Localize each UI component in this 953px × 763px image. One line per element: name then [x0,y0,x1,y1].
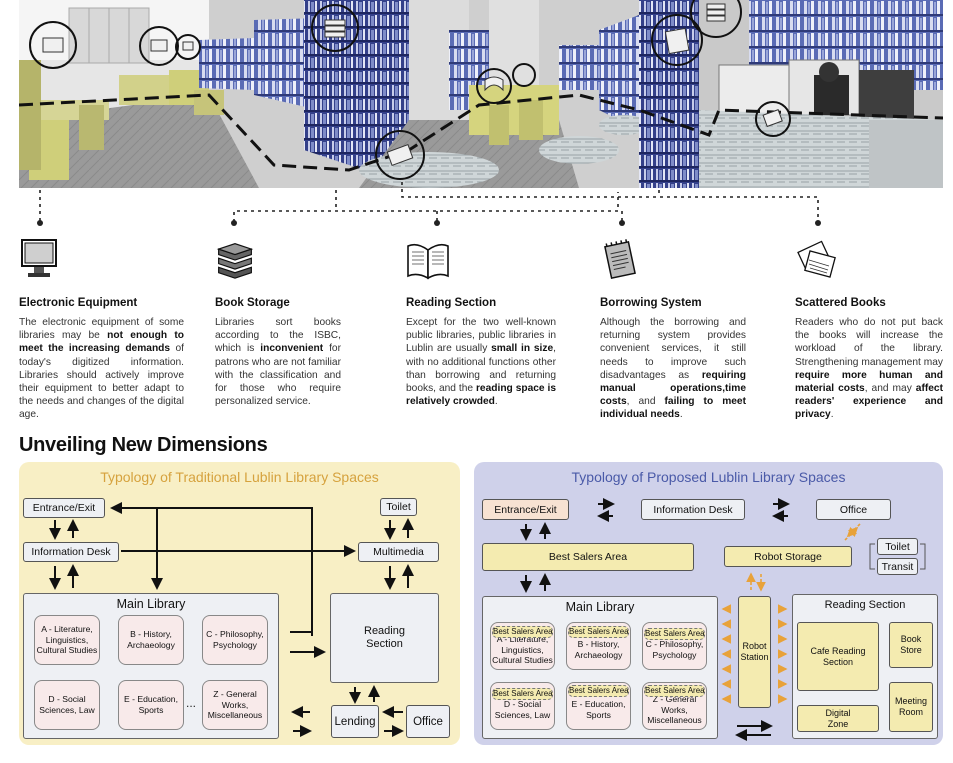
prop-robot-storage: Robot Storage [724,546,852,567]
prop-tag-c: Best Salers Area [644,628,705,640]
prop-digital-zone: Digital Zone [797,705,879,732]
scattered-books-icon [795,238,839,282]
prop-entrance-exit: Entrance/Exit [482,499,569,520]
trad-collection-ellipsis: ... [186,696,197,710]
trad-collection-z: Z - General Works, Miscellaneous [202,680,268,730]
trad-information-desk: Information Desk [23,542,119,562]
cat-title-scattered: Scattered Books [795,297,886,309]
prop-tag-d: Best Salers Area [492,688,553,700]
prop-robot-station: Robot Station [738,596,771,708]
prop-meeting-room: Meeting Room [889,682,933,732]
proposed-panel-title: Typology of Proposed Lublin Library Spac… [571,469,846,485]
prop-tag-a: Best Salers Area [492,626,553,638]
cat-body-scattered: Readers who do not put back the books wi… [795,317,943,421]
trad-office: Office [406,705,450,738]
trad-collection-e: E - Education, Sports [118,680,184,730]
prop-toilet: Toilet [877,538,918,555]
prop-tag-z: Best Salers Area [644,685,705,697]
cat-body-borrowing: Although the borrowing and returning sys… [600,317,746,421]
prop-tag-b: Best Salers Area [568,626,629,638]
trad-entrance-exit: Entrance/Exit [23,498,105,518]
cat-body-reading: Except for the two well-known public lib… [406,317,557,408]
trad-multimedia: Multimedia [358,542,439,562]
library-photo-collage [19,0,943,188]
notepad-icon [600,238,640,282]
trad-collection-c: C - Philosophy, Psychology [202,615,268,665]
trad-reading-section-label: Reading Section [364,625,405,650]
cat-title-storage: Book Storage [215,297,290,309]
prop-reading-section-label: Reading Section [824,599,906,611]
prop-office: Office [816,499,891,520]
trad-reading-section [330,593,439,683]
trad-lending: Lending [331,705,379,738]
trad-main-library-label: Main Library [116,597,186,611]
open-book-icon [405,238,451,282]
prop-main-library-label: Main Library [565,600,635,614]
section-heading: Unveiling New Dimensions [19,434,268,456]
cat-body-storage: Libraries sort books according to the IS… [215,317,341,408]
prop-information-desk: Information Desk [641,499,745,520]
cat-title-electronic: Electronic Equipment [19,297,138,309]
trad-toilet: Toilet [380,498,417,516]
traditional-panel-title: Typology of Traditional Lublin Library S… [100,469,379,485]
prop-best-sellers-area: Best Salers Area [482,543,694,571]
cat-title-borrowing: Borrowing System [600,297,702,309]
book-stack-icon [215,238,255,282]
trad-collection-b: B - History, Archaeology [118,615,184,665]
monitor-icon [20,238,60,282]
trad-collection-a: A - Literature, Linguistics, Cultural St… [34,615,100,665]
prop-transit: Transit [877,558,918,575]
library-photo-strip [19,0,943,188]
cat-title-reading: Reading Section [406,297,497,309]
prop-tag-e: Best Salers Area [568,685,629,697]
prop-cafe-reading: Cafe Reading Section [797,622,879,691]
cat-body-electronic: The electronic equipment of some librari… [19,317,184,421]
trad-collection-d: D - Social Sciences, Law [34,680,100,730]
prop-book-store: Book Store [889,622,933,668]
